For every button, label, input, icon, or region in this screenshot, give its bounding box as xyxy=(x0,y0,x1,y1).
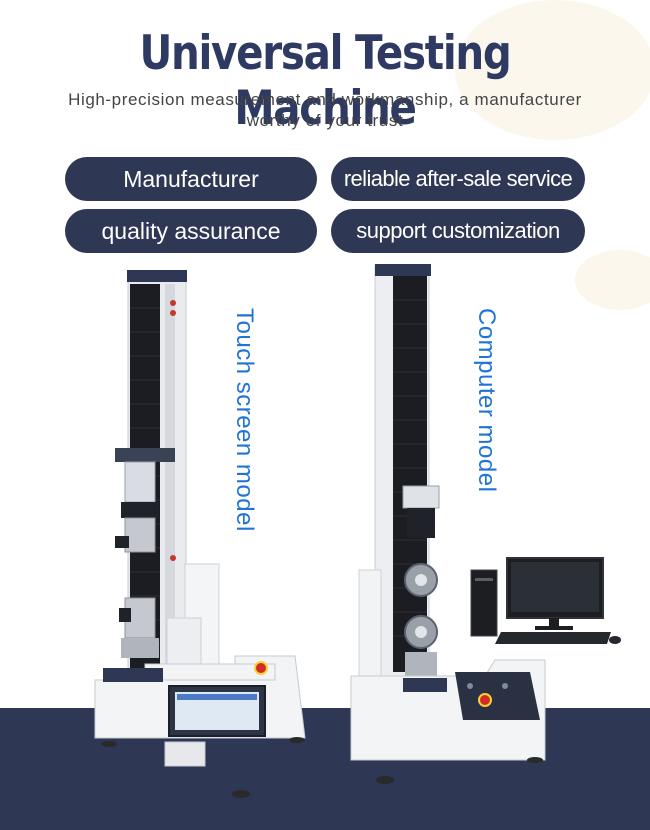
feature-label: reliable after-sale service xyxy=(343,166,573,191)
computer-model-label: Computer model xyxy=(473,308,500,493)
page-title: Universal Testing Machine xyxy=(139,26,511,136)
feature-pill-quality-assurance: quality assurance xyxy=(65,209,317,253)
feature-pill-manufacturer: Manufacturer xyxy=(65,157,317,201)
page-subtitle: High-precision measurement and workmansh… xyxy=(68,90,582,130)
feature-label: quality assurance xyxy=(101,217,281,244)
touch-screen-machine-illustration xyxy=(94,270,306,798)
feature-label: support customization xyxy=(356,218,560,243)
background-blob xyxy=(575,250,650,310)
feature-label: Manufacturer xyxy=(123,165,259,192)
feature-pill-customization: support customization xyxy=(331,209,585,253)
feature-pill-after-sale-service: reliable after-sale service xyxy=(331,157,585,201)
touch-screen-model-label: Touch screen model xyxy=(231,308,258,532)
background-blob xyxy=(455,0,650,140)
computer-model-machine-illustration xyxy=(350,264,621,784)
